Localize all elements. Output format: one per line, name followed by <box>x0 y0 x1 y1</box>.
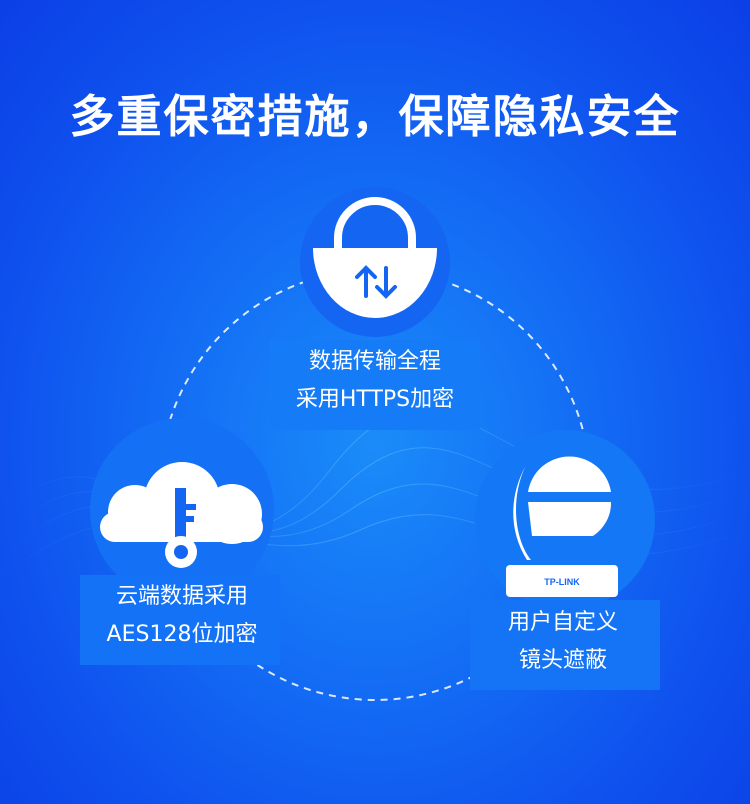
feature-line: 镜头遮蔽 <box>518 648 607 673</box>
feature-https: 数据传输全程 采用HTTPS加密 <box>245 343 505 419</box>
feature-line: 云端数据采用 <box>115 584 248 609</box>
cloud-key-icon <box>100 462 263 568</box>
page-title: 多重保密措施，保障隐私安全 <box>69 90 681 143</box>
camera-icon <box>506 456 618 597</box>
feature-lens-mask: 用户自定义 镜头遮蔽 <box>433 604 693 680</box>
camera-brand: TP-LINK <box>544 577 580 587</box>
feature-line: 数据传输全程 <box>308 349 441 374</box>
feature-line: 用户自定义 <box>507 610 618 635</box>
feature-line: 采用HTTPS加密 <box>295 387 455 412</box>
lock-arrows-icon <box>313 197 437 318</box>
feature-aes: 云端数据采用 AES128位加密 <box>52 578 312 654</box>
feature-line: AES128位加密 <box>106 622 258 647</box>
